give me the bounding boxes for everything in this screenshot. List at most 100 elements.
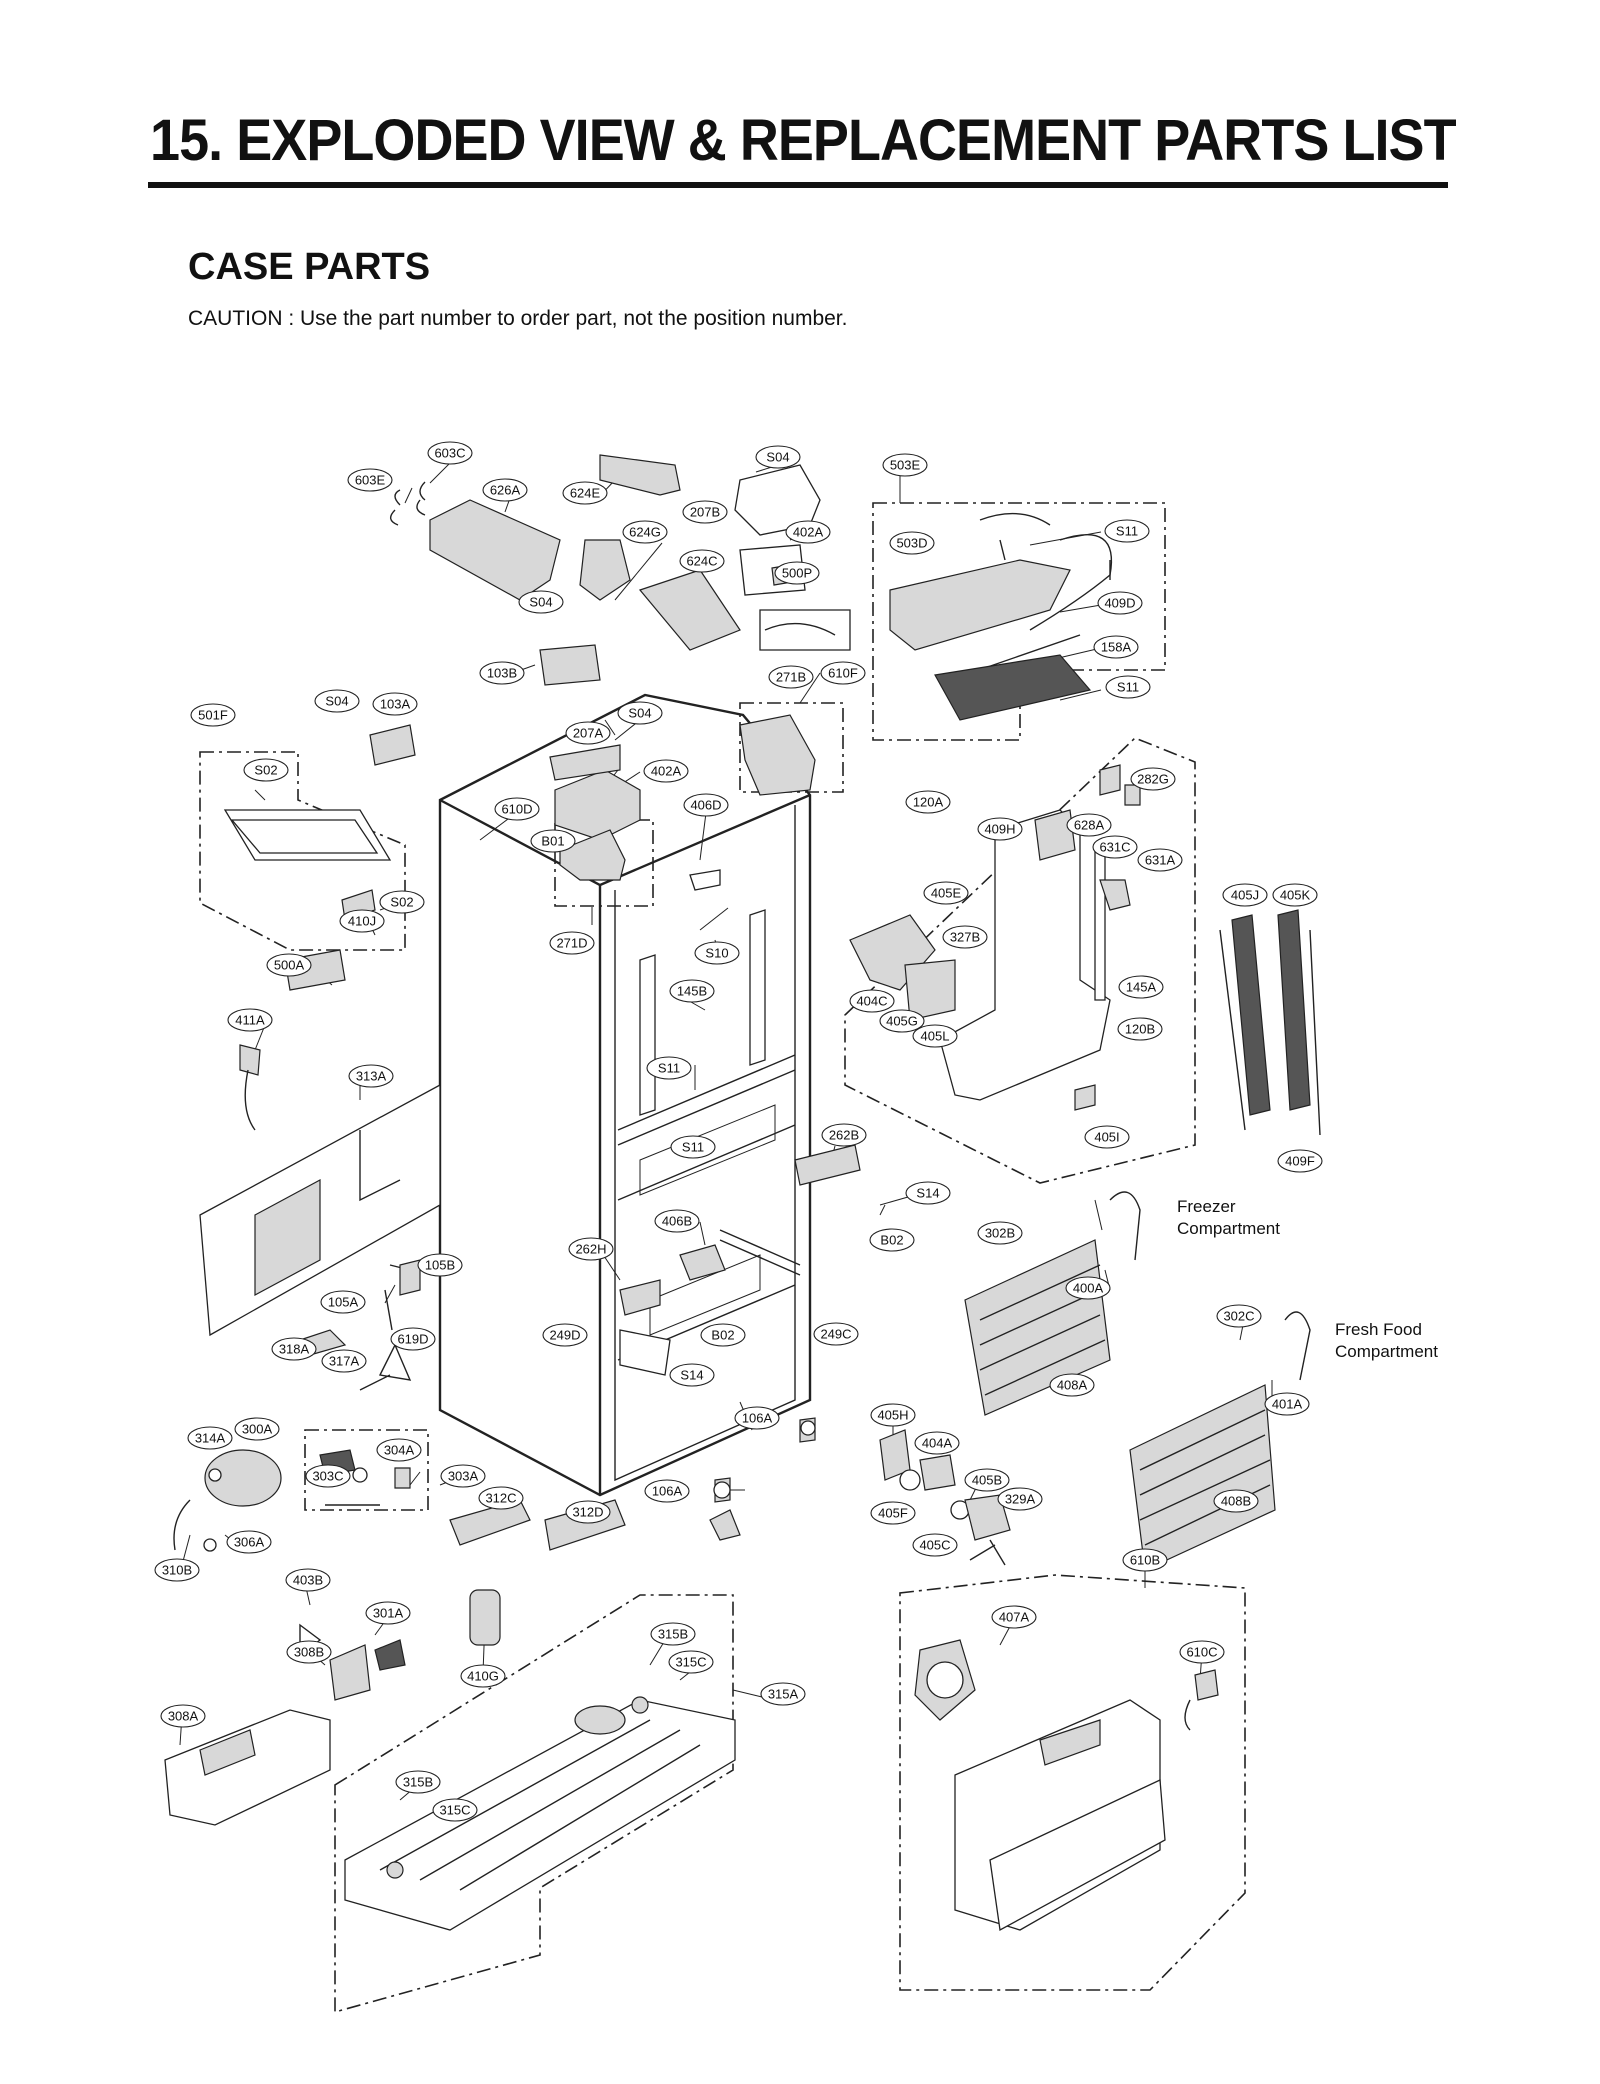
position-label-409d: 409D bbox=[1097, 591, 1143, 615]
position-label-402a: 402A bbox=[785, 520, 831, 544]
position-number: S11 bbox=[658, 1061, 680, 1076]
position-number: S02 bbox=[254, 763, 277, 778]
position-number: 501F bbox=[198, 708, 228, 723]
position-label-105a: 105A bbox=[320, 1290, 366, 1314]
position-label-249c: 249C bbox=[813, 1322, 859, 1346]
group-503e-parts bbox=[889, 512, 1112, 721]
position-number: 313A bbox=[356, 1069, 387, 1084]
position-number: 610C bbox=[1186, 1645, 1217, 1660]
position-number: 619D bbox=[397, 1332, 428, 1347]
position-number: 624G bbox=[629, 525, 661, 540]
position-number: 405E bbox=[931, 886, 962, 901]
position-number: 271D bbox=[556, 936, 587, 951]
position-number: 503E bbox=[890, 458, 921, 473]
position-number: S04 bbox=[628, 706, 651, 721]
position-number: 300A bbox=[242, 1422, 273, 1437]
position-number: 105A bbox=[328, 1295, 359, 1310]
position-label-610b: 610B bbox=[1122, 1548, 1168, 1572]
position-label-619d: 619D bbox=[390, 1327, 436, 1351]
position-label-s11: S11 bbox=[1104, 519, 1150, 543]
compartment-notes: Freezer Compartment Fresh Food Compartme… bbox=[1177, 1197, 1438, 1361]
page-title: 15. EXPLODED VIEW & REPLACEMENT PARTS LI… bbox=[150, 108, 1457, 173]
position-number: 403B bbox=[293, 1573, 323, 1588]
position-label-603c: 603C bbox=[427, 441, 473, 465]
position-label-308b: 308B bbox=[286, 1640, 332, 1664]
position-label-404a: 404A bbox=[914, 1431, 960, 1455]
position-number: 303C bbox=[312, 1469, 343, 1484]
position-label-626a: 626A bbox=[482, 478, 528, 502]
cabinet bbox=[438, 693, 861, 1497]
position-number: S14 bbox=[916, 1186, 939, 1201]
position-number: 106A bbox=[742, 1411, 773, 1426]
position-number: 310B bbox=[162, 1563, 192, 1578]
position-number: 262H bbox=[575, 1242, 606, 1257]
position-number: 158A bbox=[1101, 640, 1132, 655]
position-label-405l: 405L bbox=[912, 1024, 958, 1048]
position-number: 404A bbox=[922, 1436, 953, 1451]
position-number: 626A bbox=[490, 483, 521, 498]
position-label-500a: 500A bbox=[266, 953, 312, 977]
position-number: 411A bbox=[235, 1013, 265, 1028]
position-number: 503D bbox=[896, 536, 927, 551]
position-number: 402A bbox=[793, 525, 824, 540]
position-number: 409D bbox=[1104, 596, 1135, 611]
position-number: 631A bbox=[1145, 853, 1176, 868]
section-title: CASE PARTS bbox=[188, 246, 431, 288]
position-label-501f: 501F bbox=[190, 703, 236, 727]
position-label-103b: 103B bbox=[479, 661, 525, 685]
top-parts bbox=[223, 454, 851, 1131]
position-number: 404C bbox=[856, 994, 887, 1009]
position-number: 624E bbox=[570, 486, 601, 501]
position-label-400a: 400A bbox=[1065, 1276, 1111, 1300]
position-number: 301A bbox=[373, 1606, 404, 1621]
position-number: 207B bbox=[690, 505, 720, 520]
position-number: 405G bbox=[886, 1014, 918, 1029]
position-number: 282G bbox=[1137, 772, 1169, 787]
compressor-parts bbox=[164, 1329, 741, 1826]
position-label-624c: 624C bbox=[679, 549, 725, 573]
position-label-402a: 402A bbox=[643, 759, 689, 783]
position-label-610f: 610F bbox=[820, 661, 866, 685]
position-label-405g: 405G bbox=[879, 1009, 925, 1033]
position-label-s14: S14 bbox=[669, 1363, 715, 1387]
position-number: 407A bbox=[999, 1610, 1030, 1625]
position-number: 312D bbox=[572, 1505, 603, 1520]
position-number: 308B bbox=[294, 1645, 324, 1660]
position-label-120b: 120B bbox=[1117, 1017, 1163, 1041]
position-label-106a: 106A bbox=[734, 1406, 780, 1430]
position-label-s02: S02 bbox=[243, 758, 289, 782]
position-number: 303A bbox=[448, 1469, 479, 1484]
position-label-271b: 271B bbox=[768, 665, 814, 689]
position-number: 312C bbox=[485, 1491, 516, 1506]
position-label-410g: 410G bbox=[460, 1664, 506, 1688]
position-label-407a: 407A bbox=[991, 1605, 1037, 1629]
position-number: 405L bbox=[921, 1029, 950, 1044]
position-label-500p: 500P bbox=[774, 561, 820, 585]
position-label-308a: 308A bbox=[160, 1704, 206, 1728]
position-number: 603C bbox=[434, 446, 465, 461]
position-number: 628A bbox=[1074, 818, 1105, 833]
position-number: 317A bbox=[329, 1354, 360, 1369]
position-label-271d: 271D bbox=[549, 931, 595, 955]
position-number: 249D bbox=[549, 1328, 580, 1343]
position-number: 603E bbox=[355, 473, 386, 488]
position-number: S04 bbox=[325, 694, 348, 709]
position-number: 315C bbox=[675, 1655, 706, 1670]
position-label-405e: 405E bbox=[923, 881, 969, 905]
position-label-103a: 103A bbox=[372, 692, 418, 716]
position-labels: 603C 603E 626A 624E S04 207B 402A 503E 624G 624C 5… bbox=[154, 441, 1323, 1822]
freezer-note-line2: Compartment bbox=[1177, 1219, 1280, 1238]
position-number: 409H bbox=[984, 822, 1015, 837]
position-label-262h: 262H bbox=[568, 1237, 614, 1261]
position-number: 405H bbox=[877, 1408, 908, 1423]
position-number: 408B bbox=[1221, 1494, 1251, 1509]
position-number: 302B bbox=[985, 1226, 1015, 1241]
position-number: 402A bbox=[651, 764, 682, 779]
position-label-411a: 411A bbox=[227, 1008, 273, 1032]
position-number: 409F bbox=[1285, 1154, 1315, 1169]
position-number: 318A bbox=[279, 1342, 310, 1357]
position-label-503e: 503E bbox=[882, 453, 928, 477]
position-label-610d: 610D bbox=[494, 797, 540, 821]
position-label-207b: 207B bbox=[682, 500, 728, 524]
position-label-207a: 207A bbox=[565, 721, 611, 745]
